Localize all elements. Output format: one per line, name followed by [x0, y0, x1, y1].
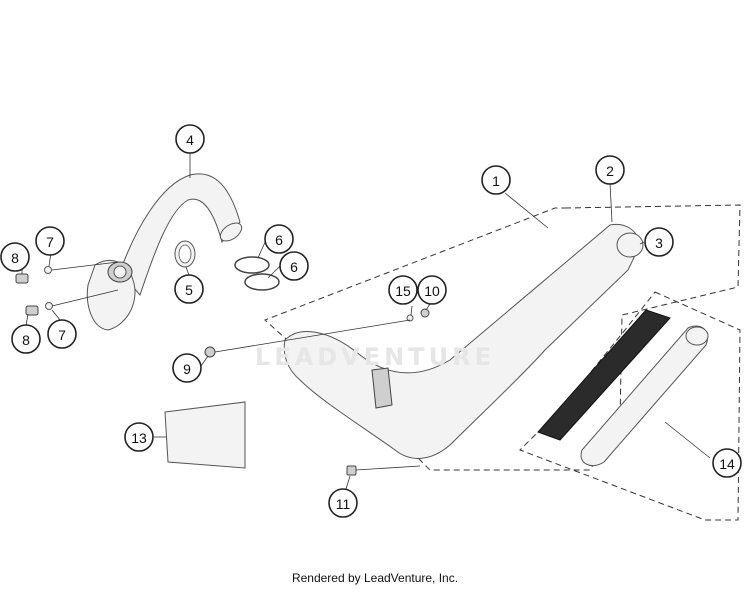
nut-9: [204, 346, 216, 358]
callout-label: 1: [492, 173, 500, 189]
callout-circle: [417, 275, 447, 305]
o-ring-lower: [244, 273, 280, 291]
callout-circle: [328, 488, 358, 518]
callout-circle: [11, 324, 41, 354]
callout-c7b: 7: [47, 319, 77, 349]
bolt-lower: [25, 305, 39, 316]
callout-circle: [264, 224, 294, 254]
callout-circle: [0, 242, 30, 272]
callout-c6a: 6: [264, 224, 294, 254]
callout-circle: [388, 275, 418, 305]
callout-c2: 2: [595, 155, 625, 185]
callout-c1: 1: [481, 165, 511, 195]
callout-label: 6: [290, 259, 298, 275]
callout-circle: [174, 274, 204, 304]
callout-label: 9: [183, 361, 191, 377]
washer-upper: [44, 266, 52, 274]
callout-label: 10: [424, 283, 440, 299]
insulation-sleeve: [537, 309, 671, 441]
bolt-upper: [15, 273, 29, 284]
callout-label: 14: [719, 456, 735, 472]
callout-label: 8: [11, 250, 19, 266]
callout-label: 3: [655, 235, 663, 251]
callout-c10: 10: [417, 275, 447, 305]
callout-circle: [35, 226, 65, 256]
callout-label: 2: [606, 163, 614, 179]
callout-label: 15: [395, 283, 411, 299]
callout-c7a: 7: [35, 226, 65, 256]
washer-lower: [45, 302, 53, 310]
callout-c8a: 8: [0, 242, 30, 272]
washer-15: [406, 314, 414, 322]
packing-sheet: [164, 401, 246, 469]
callout-c3: 3: [644, 227, 674, 257]
callout-label: 4: [186, 132, 194, 148]
callout-label: 13: [131, 430, 147, 446]
callout-c6b: 6: [279, 251, 309, 281]
callout-c15: 15: [388, 275, 418, 305]
callout-c13: 13: [124, 422, 154, 452]
callout-circle: [47, 319, 77, 349]
callout-circle: [124, 422, 154, 452]
callout-circle: [172, 353, 202, 383]
callout-c5: 5: [174, 274, 204, 304]
callout-circle: [712, 448, 742, 478]
seal-ring: [174, 240, 196, 268]
callout-label: 11: [336, 496, 351, 512]
callout-circle: [644, 227, 674, 257]
footer-credit: Rendered by LeadVenture, Inc.: [291, 571, 459, 585]
bolt-10: [420, 308, 430, 318]
callout-c14: 14: [712, 448, 742, 478]
callout-c9: 9: [172, 353, 202, 383]
wrap-group-outline: [519, 291, 741, 521]
callout-circle: [175, 124, 205, 154]
silencer-tube: [580, 325, 709, 466]
callout-c8b: 8: [11, 324, 41, 354]
callout-c4: 4: [175, 124, 205, 154]
callout-label: 6: [275, 232, 283, 248]
callout-label: 5: [185, 282, 193, 298]
o-ring-upper: [234, 256, 270, 274]
callout-label: 7: [58, 327, 66, 343]
watermark-text: LEADVENTURE: [255, 343, 495, 371]
bolt-11: [346, 465, 357, 476]
callout-circle: [595, 155, 625, 185]
header-pipe: [86, 173, 243, 331]
callout-label: 7: [46, 234, 54, 250]
silencer-body: [283, 223, 644, 459]
callout-c11: 11: [328, 488, 358, 518]
callout-circle: [279, 251, 309, 281]
callout-label: 8: [22, 332, 30, 348]
callout-circle: [481, 165, 511, 195]
